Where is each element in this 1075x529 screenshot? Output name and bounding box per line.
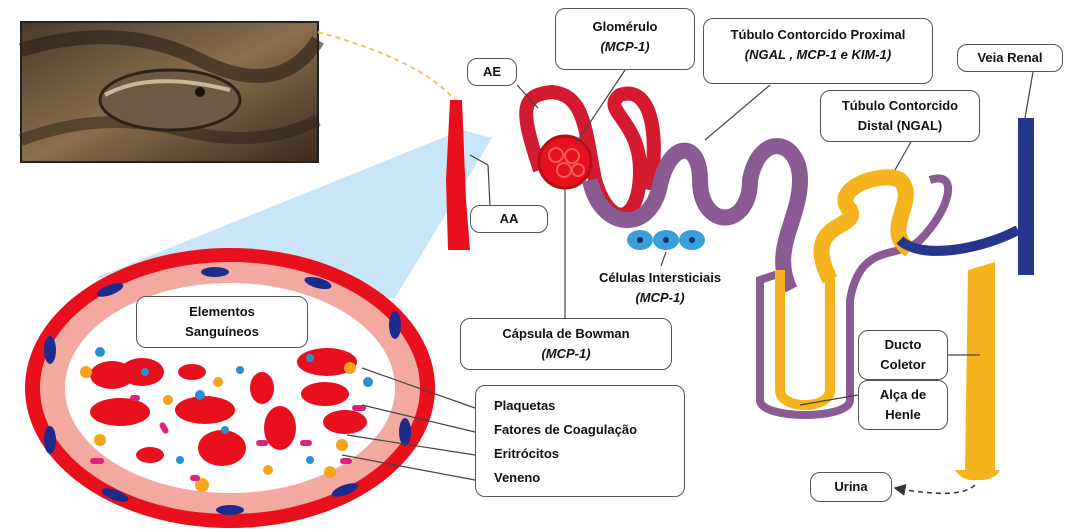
label-dc-line2: Coletor	[859, 355, 947, 375]
label-ae-text: AE	[483, 64, 501, 79]
glomerulus	[539, 136, 591, 188]
label-glomerulo: Glomérulo (MCP-1)	[555, 8, 695, 70]
label-urina-text: Urina	[834, 479, 867, 494]
label-urina: Urina	[810, 472, 892, 502]
blood-vessel-cross-section	[25, 248, 435, 528]
snake-eye	[195, 87, 205, 97]
label-aa-text: AA	[500, 211, 519, 226]
label-tubulo-distal: Túbulo Contorcido Distal (NGAL)	[820, 90, 980, 142]
label-eritrocitos: Eritrócitos	[494, 442, 684, 466]
label-capsula-bowman: Cápsula de Bowman (MCP-1)	[460, 318, 672, 370]
label-fatores-coagulacao: Fatores de Coagulação	[494, 418, 684, 442]
urine-arrow	[895, 485, 975, 493]
label-veia-renal: Veia Renal	[957, 44, 1063, 72]
label-glomerulo-line1: Glomérulo	[556, 17, 694, 37]
label-veia-renal-text: Veia Renal	[977, 50, 1042, 65]
label-dc-line1: Ducto	[859, 335, 947, 355]
label-ducto-coletor: Ducto Coletor	[858, 330, 948, 380]
collecting-duct	[965, 262, 995, 470]
label-aa: AA	[470, 205, 548, 233]
label-ci-line1: Células Intersticiais	[570, 268, 750, 288]
label-tcd-line1: Túbulo Contorcido	[821, 96, 979, 116]
label-glomerulo-line2: (MCP-1)	[556, 37, 694, 57]
label-elementos-sanguineos: Elementos Sanguíneos	[136, 296, 308, 348]
label-es-line1: Elementos	[137, 302, 307, 322]
label-tcd-line2: Distal (NGAL)	[821, 116, 979, 136]
label-tubulo-proximal: Túbulo Contorcido Proximal (NGAL , MCP-1…	[703, 18, 933, 84]
label-es-line2: Sanguíneos	[137, 322, 307, 342]
label-tcp-line1: Túbulo Contorcido Proximal	[704, 25, 932, 45]
label-ah-line1: Alça de	[859, 385, 947, 405]
label-ci-line2: (MCP-1)	[570, 288, 750, 308]
label-cb-line1: Cápsula de Bowman	[461, 324, 671, 344]
label-plaquetas: Plaquetas	[494, 394, 684, 418]
snake-photo	[21, 22, 318, 162]
interstitial-cells	[627, 230, 705, 250]
renal-vein	[1018, 118, 1034, 275]
label-tcp-line2: (NGAL , MCP-1 e KIM-1)	[704, 45, 932, 65]
label-veneno: Veneno	[494, 466, 684, 490]
label-celulas-intersticiais: Células Intersticiais (MCP-1)	[570, 268, 750, 308]
label-ae: AE	[467, 58, 517, 86]
label-alca-henle: Alça de Henle	[858, 380, 948, 430]
label-cb-line2: (MCP-1)	[461, 344, 671, 364]
label-blood-list: Plaquetas Fatores de Coagulação Eritróci…	[475, 385, 685, 497]
label-ah-line2: Henle	[859, 405, 947, 425]
